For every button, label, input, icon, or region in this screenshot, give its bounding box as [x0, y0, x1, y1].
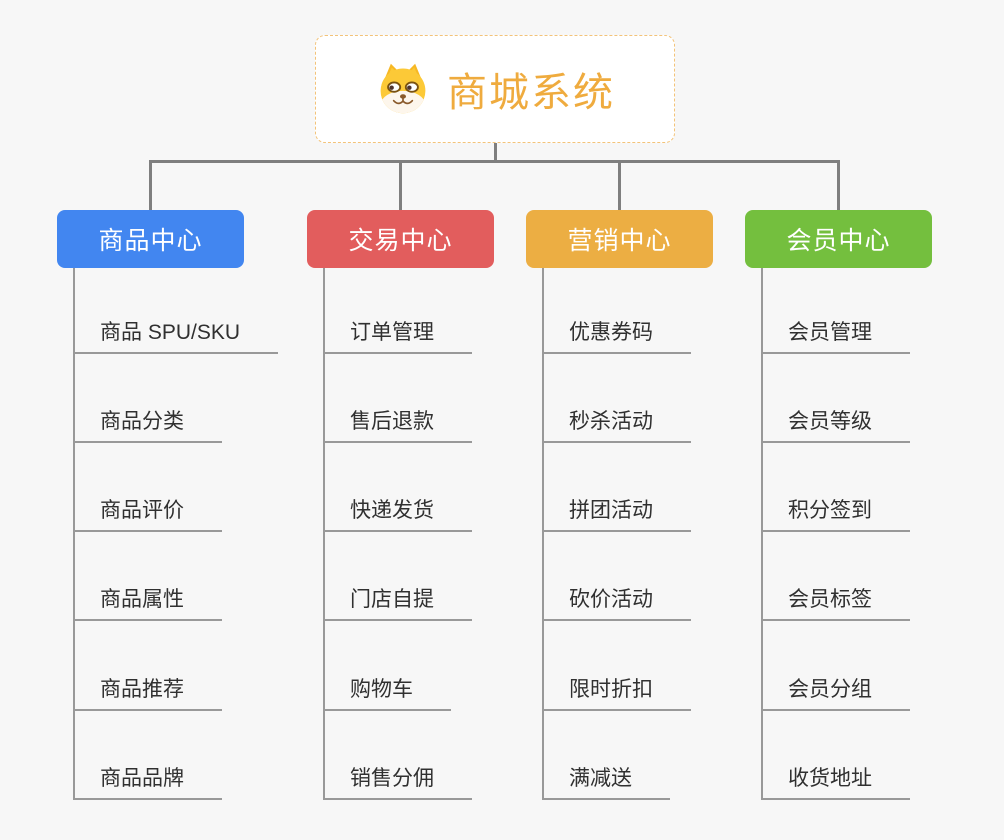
- connector-drop-1: [399, 160, 402, 210]
- leaf-node[interactable]: 秒杀活动: [542, 410, 691, 443]
- branch-spine-1: [323, 268, 325, 800]
- connector-drop-2: [618, 160, 621, 210]
- leaf-node[interactable]: 积分签到: [761, 499, 910, 532]
- root-title: 商城系统: [447, 71, 615, 115]
- leaf-node[interactable]: 门店自提: [323, 588, 472, 621]
- branch-spine-2: [542, 268, 544, 800]
- leaf-node[interactable]: 满减送: [542, 767, 670, 800]
- shiba-dog-icon: [380, 63, 426, 114]
- branch-node-1[interactable]: 交易中心: [307, 210, 494, 268]
- connector-bus: [149, 160, 840, 163]
- root-node[interactable]: 商城系统: [315, 35, 675, 143]
- branch-spine-3: [761, 268, 763, 800]
- leaf-node[interactable]: 商品分类: [73, 410, 222, 443]
- leaf-node[interactable]: 会员分组: [761, 678, 910, 711]
- leaf-node[interactable]: 会员等级: [761, 410, 910, 443]
- leaf-node[interactable]: 订单管理: [323, 321, 472, 354]
- leaf-node[interactable]: 商品 SPU/SKU: [73, 321, 279, 354]
- leaf-node[interactable]: 砍价活动: [542, 588, 691, 621]
- leaf-node[interactable]: 购物车: [323, 678, 451, 711]
- branch-spine-0: [73, 268, 75, 800]
- branch-node-3[interactable]: 会员中心: [745, 210, 932, 268]
- branch-node-0[interactable]: 商品中心: [57, 210, 244, 268]
- branch-node-2[interactable]: 营销中心: [526, 210, 713, 268]
- leaf-node[interactable]: 会员标签: [761, 588, 910, 621]
- leaf-node[interactable]: 优惠券码: [542, 321, 691, 354]
- connector-drop-3: [837, 160, 840, 210]
- leaf-node[interactable]: 限时折扣: [542, 678, 691, 711]
- leaf-node[interactable]: 商品推荐: [73, 678, 222, 711]
- leaf-node[interactable]: 收货地址: [761, 767, 910, 800]
- leaf-node[interactable]: 销售分佣: [323, 767, 472, 800]
- leaf-node[interactable]: 会员管理: [761, 321, 910, 354]
- connector-drop-0: [149, 160, 152, 210]
- leaf-node[interactable]: 快递发货: [323, 499, 472, 532]
- leaf-node[interactable]: 拼团活动: [542, 499, 691, 532]
- leaf-node[interactable]: 商品评价: [73, 499, 222, 532]
- connector-root-stem: [493, 143, 497, 163]
- leaf-node[interactable]: 商品品牌: [73, 767, 222, 800]
- leaf-node[interactable]: 商品属性: [73, 588, 222, 621]
- leaf-node[interactable]: 售后退款: [323, 410, 472, 443]
